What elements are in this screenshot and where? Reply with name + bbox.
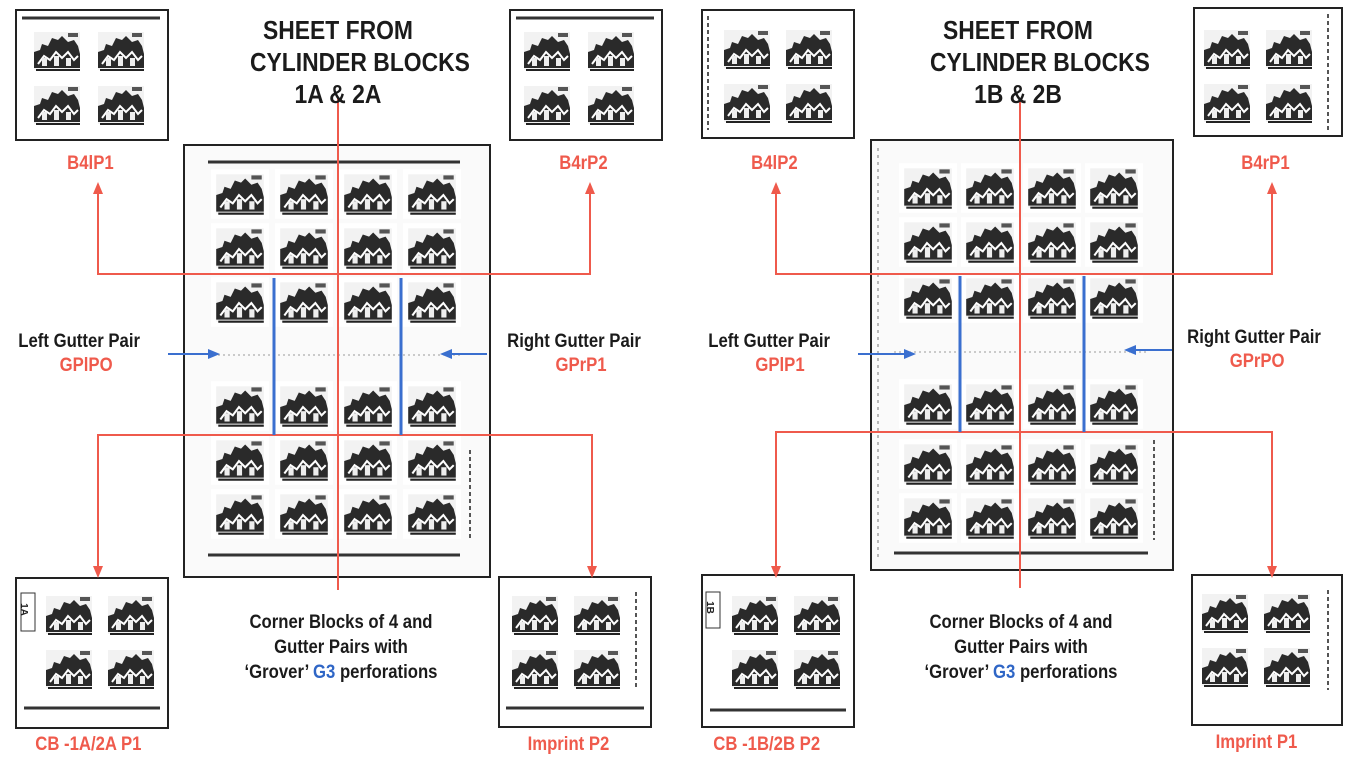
caption-post: perforations: [335, 662, 438, 683]
title-line-1: SHEET FROM: [262, 15, 413, 45]
label-right-gutter-code: GPrPO: [1229, 351, 1285, 372]
caption-line-1: Corner Blocks of 4 and: [249, 612, 433, 633]
left-sheet-panel: SHEET FROM CYLINDER BLOCKS 1A & 2A B4lP1…: [15, 9, 663, 755]
caption-line-3: ‘Grover’ G3 perforations: [893, 660, 1148, 685]
left-diagram-graphics: [15, 9, 663, 729]
label-bottom-left-block: CB -1A/2A P1: [35, 734, 142, 755]
gutter-pair-lines: [168, 278, 487, 435]
left-caption: Corner Blocks of 4 and Gutter Pairs with…: [213, 610, 468, 685]
corner-block-bottom-left: [15, 577, 169, 729]
label-bottom-left-block: CB -1B/2B P2: [713, 734, 821, 755]
label-top-left-block: B4lP1: [67, 153, 114, 174]
label-right-gutter-code: GPrP1: [555, 355, 607, 376]
label-right-gutter-title: Right Gutter Pair: [507, 331, 641, 352]
caption-line-3: ‘Grover’ G3 perforations: [213, 660, 468, 685]
label-top-right-block: B4rP2: [559, 153, 608, 174]
label-bottom-right-block: Imprint P2: [527, 734, 610, 755]
label-left-gutter-title: Left Gutter Pair: [18, 331, 141, 352]
perforation-code: G3: [992, 662, 1016, 683]
label-right-gutter-title: Right Gutter Pair: [1187, 327, 1321, 348]
cylinder-mark: 1B: [703, 601, 715, 614]
right-stamp-sheet: [870, 139, 1174, 571]
right-sheet-panel: SHEET FROM CYLINDER BLOCKS 1B & 2B B4lP2…: [678, 0, 1356, 761]
label-top-right-block: B4rP1: [1241, 153, 1290, 174]
caption-line-2: Gutter Pairs with: [274, 637, 408, 658]
right-diagram-graphics: [701, 7, 1343, 728]
perforation-code: G3: [312, 662, 336, 683]
corner-block-top-left: [701, 9, 855, 139]
corner-block-top-left: [15, 9, 169, 141]
cylinder-mark: 1A: [17, 603, 29, 616]
caption-pre: ‘Grover’: [924, 662, 993, 683]
title-line-3: 1B & 2B: [974, 79, 1062, 109]
left-sheet-title: SHEET FROM CYLINDER BLOCKS 1A & 2A: [250, 14, 470, 110]
label-left-gutter-code: GPlP1: [755, 355, 805, 376]
corner-block-bottom-right: [498, 576, 652, 728]
label-bottom-right-block: Imprint P1: [1215, 732, 1298, 753]
corner-block-bottom-right: [1191, 574, 1343, 726]
caption-pre: ‘Grover’: [244, 662, 313, 683]
label-top-left-block: B4lP2: [751, 153, 798, 174]
right-sheet-title: SHEET FROM CYLINDER BLOCKS 1B & 2B: [930, 14, 1150, 110]
corner-block-bottom-left: [701, 574, 855, 728]
corner-block-top-right: [509, 9, 663, 141]
block-division-lines: [771, 98, 1277, 588]
title-line-2: CYLINDER BLOCKS: [250, 47, 470, 77]
caption-line-2: Gutter Pairs with: [954, 637, 1088, 658]
title-line-1: SHEET FROM: [942, 15, 1093, 45]
caption-post: perforations: [1015, 662, 1118, 683]
title-line-2: CYLINDER BLOCKS: [930, 47, 1150, 77]
title-line-3: 1A & 2A: [294, 79, 382, 109]
right-caption: Corner Blocks of 4 and Gutter Pairs with…: [893, 610, 1148, 685]
gutter-pair-lines: [858, 276, 1172, 432]
caption-line-1: Corner Blocks of 4 and: [929, 612, 1113, 633]
corner-block-top-right: [1193, 7, 1343, 137]
label-left-gutter-code: GPlPO: [59, 355, 113, 376]
block-division-lines: [93, 98, 597, 590]
label-left-gutter-title: Left Gutter Pair: [708, 331, 831, 352]
